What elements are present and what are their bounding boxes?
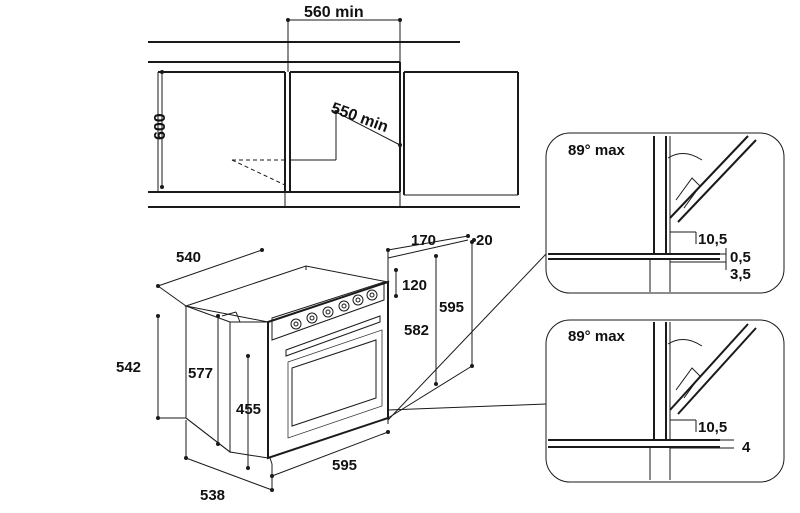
detail-top-dim-3-5: 3,5 — [730, 266, 751, 283]
oven-dim-538: 538 — [200, 487, 225, 504]
detail-bottom-panel — [545, 319, 785, 483]
oven-dim-582: 582 — [404, 322, 429, 339]
oven-dim-577: 577 — [188, 365, 213, 382]
oven-dim-455: 455 — [236, 401, 261, 418]
oven-dim-595-side: 595 — [439, 299, 464, 316]
detail-bottom-dim-4: 4 — [742, 439, 751, 456]
oven-drawing — [156, 234, 547, 492]
oven-dim-120: 120 — [402, 277, 427, 294]
detail-top-dim-10-5: 10,5 — [698, 231, 727, 248]
detail-top-dim-0-5: 0,5 — [730, 249, 751, 266]
oven-dim-542: 542 — [116, 359, 141, 376]
oven-dim-595-bottom: 595 — [332, 457, 357, 474]
oven-dim-20: 20 — [476, 232, 493, 249]
detail-top-angle: 89° max — [568, 142, 626, 159]
oven-dim-170: 170 — [411, 232, 436, 249]
cabinet-niche-drawing — [148, 18, 520, 208]
cabinet-depth-label: 550 min — [329, 100, 391, 136]
cabinet-height-label: 600 — [152, 113, 169, 140]
cabinet-width-label: 560 min — [304, 4, 364, 21]
detail-top-panel — [545, 132, 785, 294]
detail-bottom-dim-10-5: 10,5 — [698, 419, 727, 436]
oven-dim-540: 540 — [176, 249, 201, 266]
detail-bottom-angle: 89° max — [568, 328, 626, 345]
